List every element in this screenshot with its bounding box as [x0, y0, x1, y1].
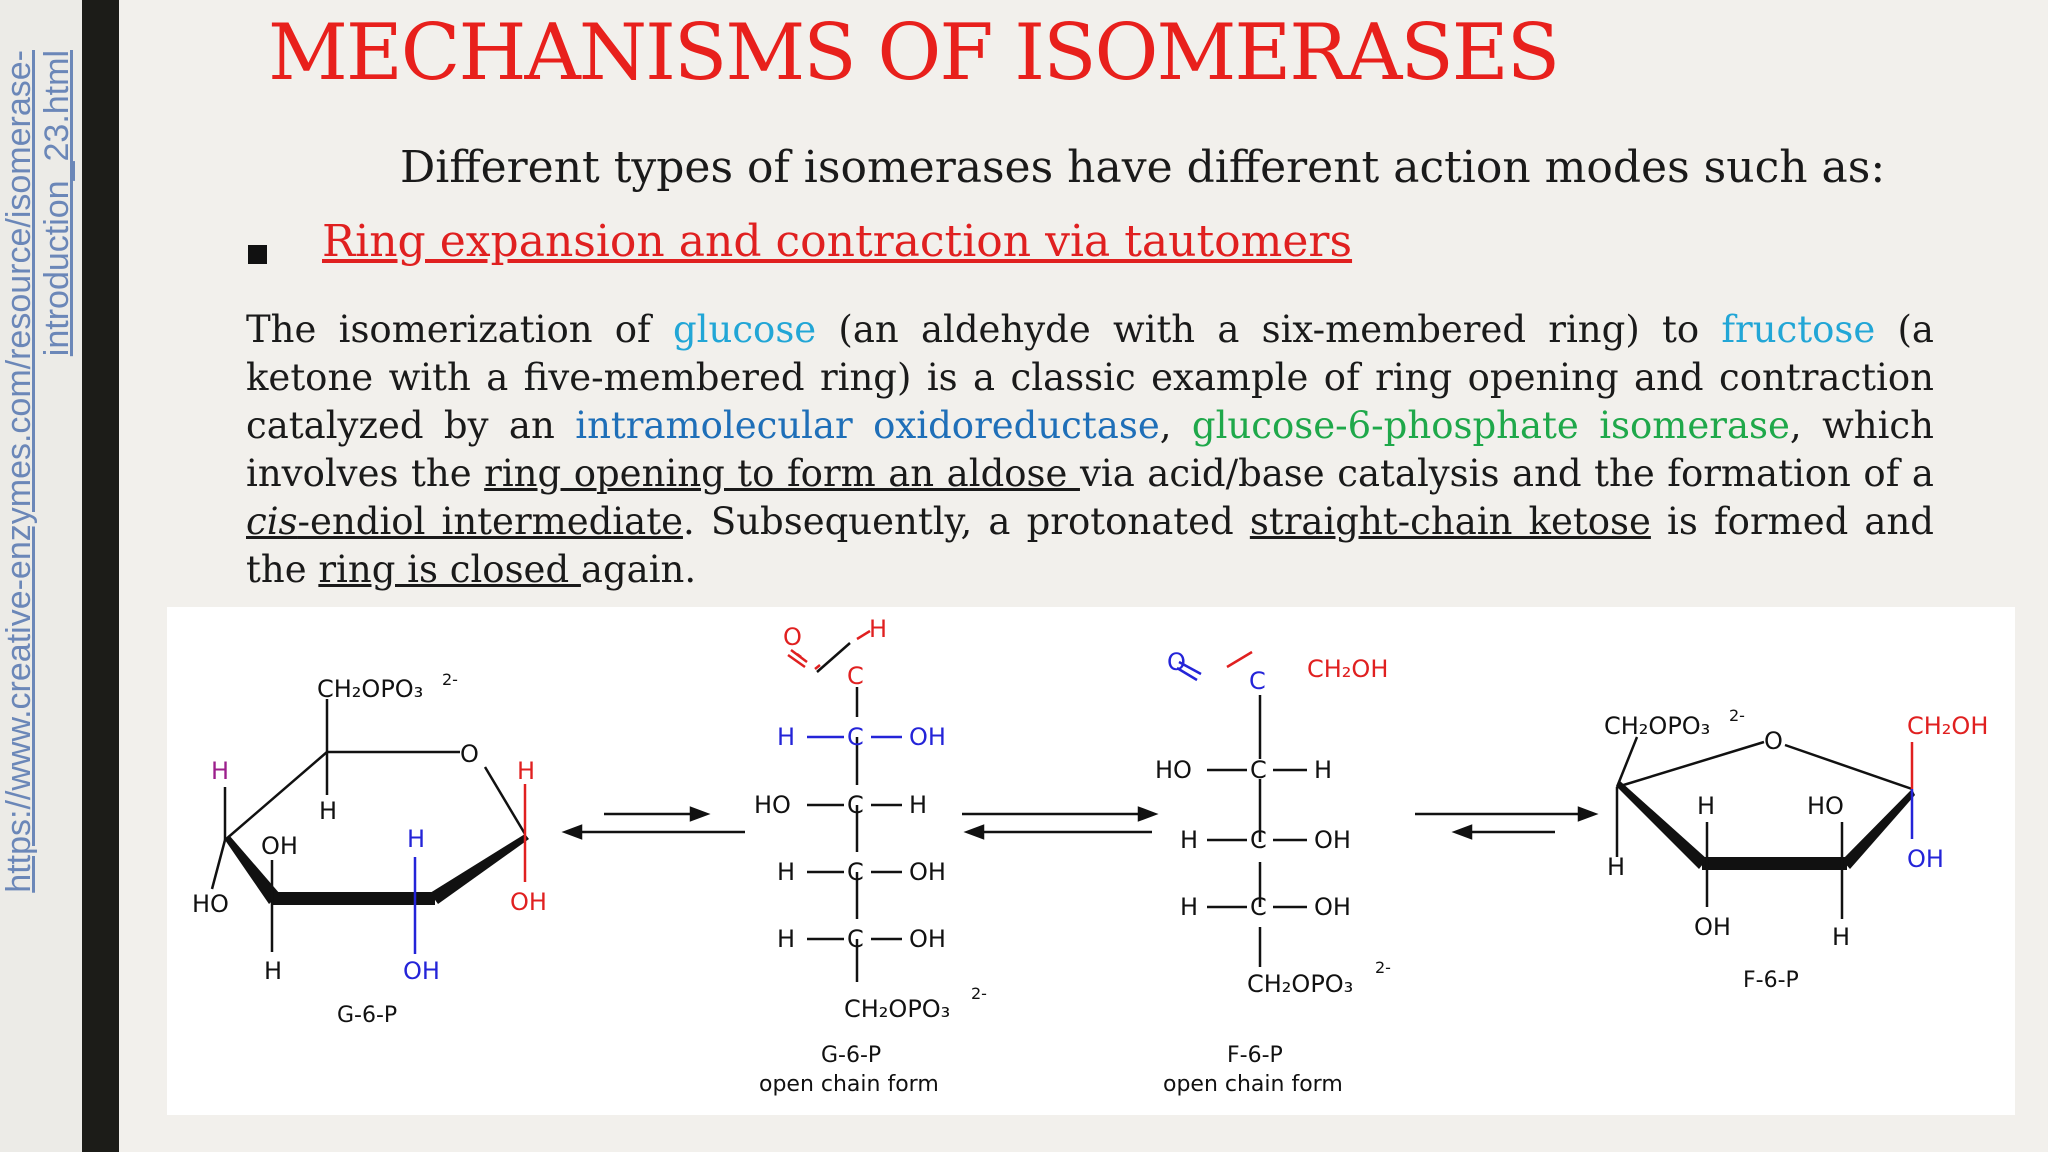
- underlined-phrase: straight-chain ketose: [1249, 500, 1651, 543]
- atom-label: O: [783, 623, 802, 651]
- atom-label: H: [1180, 826, 1198, 854]
- glucose-term: glucose: [672, 308, 817, 351]
- atom-label: C: [847, 791, 864, 819]
- g6p-ring-atoms: CH₂OPO₃ 2- O H H HO OH H H OH H OH G-6-P: [192, 670, 547, 1028]
- para-text: . Subsequently, a protonated: [682, 500, 1250, 543]
- atom-label: OH: [1694, 913, 1731, 941]
- g6p-open-caption: G-6-P: [821, 1043, 881, 1068]
- g6p-ring-structure: [210, 699, 529, 954]
- para-text: , which involves the: [246, 404, 1934, 495]
- atom-label: H: [1832, 923, 1850, 951]
- atom-label: OH: [1907, 845, 1944, 873]
- atom-label: CH₂OPO₃: [1604, 712, 1710, 740]
- body-paragraph: The isomerization of glucose (an aldehyd…: [246, 306, 1934, 594]
- atom-label: OH: [909, 723, 946, 751]
- atom-label: H: [777, 858, 795, 886]
- atom-label: OH: [909, 858, 946, 886]
- atom-label: H: [407, 825, 425, 853]
- bullet-square-icon: [248, 245, 267, 264]
- atom-label: OH: [510, 888, 547, 916]
- bullet-heading: Ring expansion and contraction via tauto…: [322, 216, 1353, 267]
- g6p-ring-caption: G-6-P: [337, 1003, 397, 1028]
- atom-label: O: [460, 740, 479, 768]
- g6p-open-chain: [787, 629, 902, 982]
- isomerization-diagram: CH₂OPO₃ 2- O H H HO OH H H OH H OH G-6-P: [167, 607, 2015, 1115]
- f6p-open-caption: F-6-P: [1227, 1043, 1283, 1068]
- atom-label: OH: [261, 832, 298, 860]
- atom-label: C: [1250, 826, 1267, 854]
- left-side-band: [0, 0, 82, 1152]
- atom-label: CH₂OH: [1907, 712, 1988, 740]
- para-text: The isomerization of: [246, 308, 673, 351]
- atom-label: H: [909, 791, 927, 819]
- underlined-phrase: ring is closed: [318, 548, 581, 591]
- slide-subtitle: Different types of isomerases have diffe…: [400, 142, 1886, 193]
- atom-label: CH₂OPO₃: [317, 675, 423, 703]
- enzyme-term: glucose-6-phosphate isomerase: [1191, 404, 1790, 447]
- atom-label: H: [1180, 893, 1198, 921]
- atom-label: CH₂OH: [1307, 655, 1388, 683]
- equilibrium-arrows-3: [1415, 806, 1599, 840]
- atom-label: H: [1314, 756, 1332, 784]
- g6p-open-atoms: O H C H C OH HO C H H C OH H C OH CH₂OPO…: [754, 615, 987, 1097]
- atom-label: H: [319, 797, 337, 825]
- atom-label: CH₂OPO₃: [844, 995, 950, 1023]
- atom-label: OH: [403, 957, 440, 985]
- atom-label: OH: [1314, 893, 1351, 921]
- charge-label: 2-: [442, 670, 458, 689]
- left-dark-bar: [82, 0, 119, 1152]
- atom-label: H: [1697, 792, 1715, 820]
- atom-label: OH: [909, 925, 946, 953]
- para-text: again.: [580, 548, 697, 591]
- slide-title: MECHANISMS OF ISOMERASES: [268, 8, 1560, 98]
- charge-label: 2-: [971, 984, 987, 1003]
- atom-label: C: [847, 662, 864, 690]
- para-text: ,: [1159, 404, 1192, 447]
- atom-label: HO: [192, 890, 229, 918]
- atom-label: H: [777, 925, 795, 953]
- para-text: is formed and the: [246, 500, 1934, 591]
- f6p-ring-caption: F-6-P: [1743, 968, 1799, 993]
- charge-label: 2-: [1729, 706, 1745, 725]
- atom-label: C: [847, 925, 864, 953]
- g6p-open-subcaption: open chain form: [759, 1072, 939, 1097]
- enzyme-class-term: intramolecular oxidoreductase: [575, 404, 1160, 447]
- atom-label: H: [517, 757, 535, 785]
- atom-label: OH: [1314, 826, 1351, 854]
- atom-label: H: [264, 957, 282, 985]
- atom-label: H: [1607, 853, 1625, 881]
- f6p-ring-atoms: CH₂OPO₃ 2- O CH₂OH H H OH HO H OH F-6-P: [1604, 706, 1988, 993]
- para-text: (an aldehyde with a six-membered ring) t…: [816, 308, 1722, 351]
- atom-label: HO: [1807, 792, 1844, 820]
- underlined-phrase: ring opening to form an aldose: [484, 452, 1080, 495]
- f6p-open-subcaption: open chain form: [1163, 1072, 1343, 1097]
- atom-label: C: [847, 723, 864, 751]
- charge-label: 2-: [1375, 958, 1391, 977]
- equilibrium-arrows-2: [962, 806, 1159, 840]
- atom-label: H: [211, 757, 229, 785]
- atom-label: O: [1764, 727, 1783, 755]
- atom-label: C: [1250, 756, 1267, 784]
- atom-label: O: [1167, 648, 1186, 676]
- para-text: via acid/base catalysis and the formatio…: [1079, 452, 1934, 495]
- underlined-phrase: -endiol intermediate: [297, 500, 683, 543]
- para-text: (a ketone with a five-membered ring) is …: [246, 308, 1934, 447]
- atom-label: C: [847, 858, 864, 886]
- fructose-term: fructose: [1721, 308, 1876, 351]
- f6p-open-chain: [1176, 650, 1307, 967]
- atom-label: H: [777, 723, 795, 751]
- cis-italic: cis: [246, 500, 298, 543]
- atom-label: C: [1250, 893, 1267, 921]
- atom-label: C: [1249, 667, 1266, 695]
- source-url-line1[interactable]: https://www.creative-enzymes.com/resourc…: [0, 50, 38, 893]
- atom-label: HO: [1155, 756, 1192, 784]
- atom-label: H: [869, 615, 887, 643]
- equilibrium-arrows-1: [561, 806, 745, 840]
- atom-label: HO: [754, 791, 791, 819]
- f6p-ring-structure: [1615, 736, 1915, 919]
- source-url-line2[interactable]: introduction_23.html: [38, 50, 76, 357]
- f6p-open-atoms: O C CH₂OH HO C H H C OH H C OH CH₂OPO₃ 2…: [1155, 648, 1391, 1097]
- atom-label: CH₂OPO₃: [1247, 970, 1353, 998]
- source-url-link[interactable]: https://www.creative-enzymes.com/resourc…: [0, 0, 82, 1152]
